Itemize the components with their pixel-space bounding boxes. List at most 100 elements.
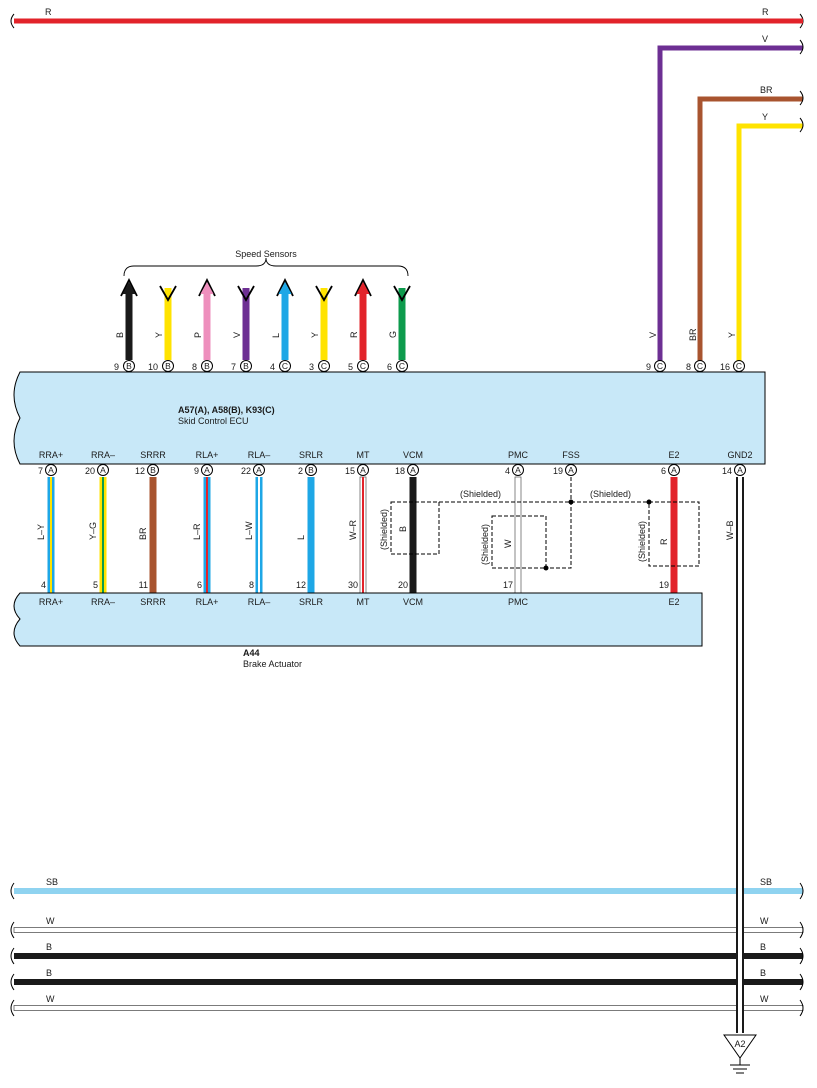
pin-circle [357, 464, 369, 476]
ecu-pin-name: SRLR [299, 450, 324, 460]
wire-break-mark [10, 13, 15, 29]
shield-box-pmc [491, 515, 547, 569]
sensor-pin-number: 7 [231, 362, 236, 372]
actuator-pin-number: 19 [659, 580, 669, 590]
pin-connector-letter: A [100, 465, 106, 475]
top-bus-v: V [657, 34, 804, 368]
bus-wire [13, 1005, 804, 1011]
wire-code: Y–G [88, 522, 98, 540]
actuator-pin-number: 8 [249, 580, 254, 590]
actuator-name: Brake Actuator [243, 659, 302, 669]
sensor-pin-number: 5 [348, 362, 353, 372]
actuator-pin-number: 20 [398, 580, 408, 590]
shielded-label: (Shielded) [379, 509, 389, 550]
sensor-wire-code: B [115, 332, 125, 338]
wire-break-mark [10, 882, 15, 900]
wire-break-mark [799, 973, 804, 991]
pin-circle [253, 464, 265, 476]
shield-box-e2 [648, 501, 700, 567]
pin-connector-letter: A [256, 465, 262, 475]
bus-wire [13, 927, 804, 933]
pin-circle [147, 464, 159, 476]
pin-connector-letter: A [671, 465, 677, 475]
shielded-label: (Shielded) [590, 489, 631, 499]
pin-connector-letter: B [165, 361, 171, 371]
ecu-pin-name: GND2 [727, 450, 752, 460]
wire-body [514, 476, 522, 594]
arrow-up-icon [276, 277, 294, 297]
wire-break-mark [10, 973, 15, 991]
can-pin-number: 8 [686, 362, 691, 372]
pin-connector-letter: C [321, 361, 327, 371]
arrow-down-icon [237, 285, 255, 302]
ecu-pin-number: 7 [38, 466, 43, 476]
pin-connector-letter: B [150, 465, 156, 475]
arrow-up-fill [122, 281, 136, 295]
pin-circle [734, 464, 746, 476]
actuator-pin-number: 11 [139, 580, 148, 590]
pin-circle [97, 464, 109, 476]
sensor-pin-number: 9 [114, 362, 119, 372]
ecu-pin-number: 15 [345, 466, 355, 476]
pin-circle [201, 464, 213, 476]
bus-wire [14, 888, 803, 894]
ecu-pin-number: 22 [241, 466, 251, 476]
wire-body [409, 477, 417, 593]
wire-code-br: BR [688, 328, 698, 341]
actuator-pin-number: 30 [348, 580, 358, 590]
ecu-pin-number: 14 [722, 466, 732, 476]
arrow-up-icon [354, 277, 372, 297]
wire-body [307, 477, 315, 593]
wire-break-mark [799, 882, 804, 900]
bus-wire [14, 953, 803, 959]
wire-break-mark [799, 90, 804, 106]
sensor-wire-code: L [271, 333, 281, 338]
arrow-up-icon [120, 277, 138, 297]
bus-wire-r [14, 18, 803, 24]
pin-connector-letter: C [736, 361, 742, 371]
pin-circle [407, 464, 419, 476]
pin-connector-letter: C [282, 361, 288, 371]
wire-code: R [659, 538, 669, 545]
sensor-wire-code: Y [310, 332, 320, 338]
wire-stripe [206, 477, 208, 593]
actuator-pin-name: RLA– [248, 597, 271, 607]
pin-connector-letter: A [515, 465, 521, 475]
actuator-pin-name: RRA– [91, 597, 115, 607]
sensor-wire-code: V [232, 332, 242, 338]
can-pin-number: 16 [720, 362, 730, 372]
wire-break-mark [799, 947, 804, 965]
ecu-pin-number: 4 [505, 466, 510, 476]
sensor-wire [281, 288, 289, 360]
ecu-body [13, 371, 766, 465]
wire-stripe [258, 477, 260, 593]
pin-connector-letter: C [657, 361, 663, 371]
sensor-wire [203, 288, 211, 360]
arrow-down-icon [393, 285, 411, 302]
pin-connector-letter: A [204, 465, 210, 475]
shield-line-fss [546, 477, 572, 569]
actuator-pin-number: 4 [41, 580, 46, 590]
sensor-pin-number: 4 [270, 362, 275, 372]
sensor-wire-code: G [388, 331, 398, 338]
shield-junction [646, 499, 652, 505]
wire-code-y: Y [727, 332, 737, 338]
bus-wire-y [736, 123, 803, 368]
wire-code: B [398, 526, 408, 532]
ecu-pin-number: 6 [661, 466, 666, 476]
top-bus-br: BR [697, 85, 804, 368]
pin-circle [45, 464, 57, 476]
pin-circle [305, 464, 317, 476]
shielded-label: (Shielded) [637, 521, 647, 562]
ecu-name: Skid Control ECU [178, 416, 249, 426]
pin-connector-letter: B [204, 361, 210, 371]
ecu-pin-name: PMC [508, 450, 529, 460]
bus-code-right: B [760, 968, 766, 978]
pin-circle [512, 464, 524, 476]
bus-code-left: W [46, 994, 55, 1004]
actuator-pin-name: RLA+ [196, 597, 219, 607]
bus-code-right: R [762, 7, 769, 17]
bus-code-right: Y [762, 112, 768, 122]
pin-connector-letter: B [126, 361, 132, 371]
